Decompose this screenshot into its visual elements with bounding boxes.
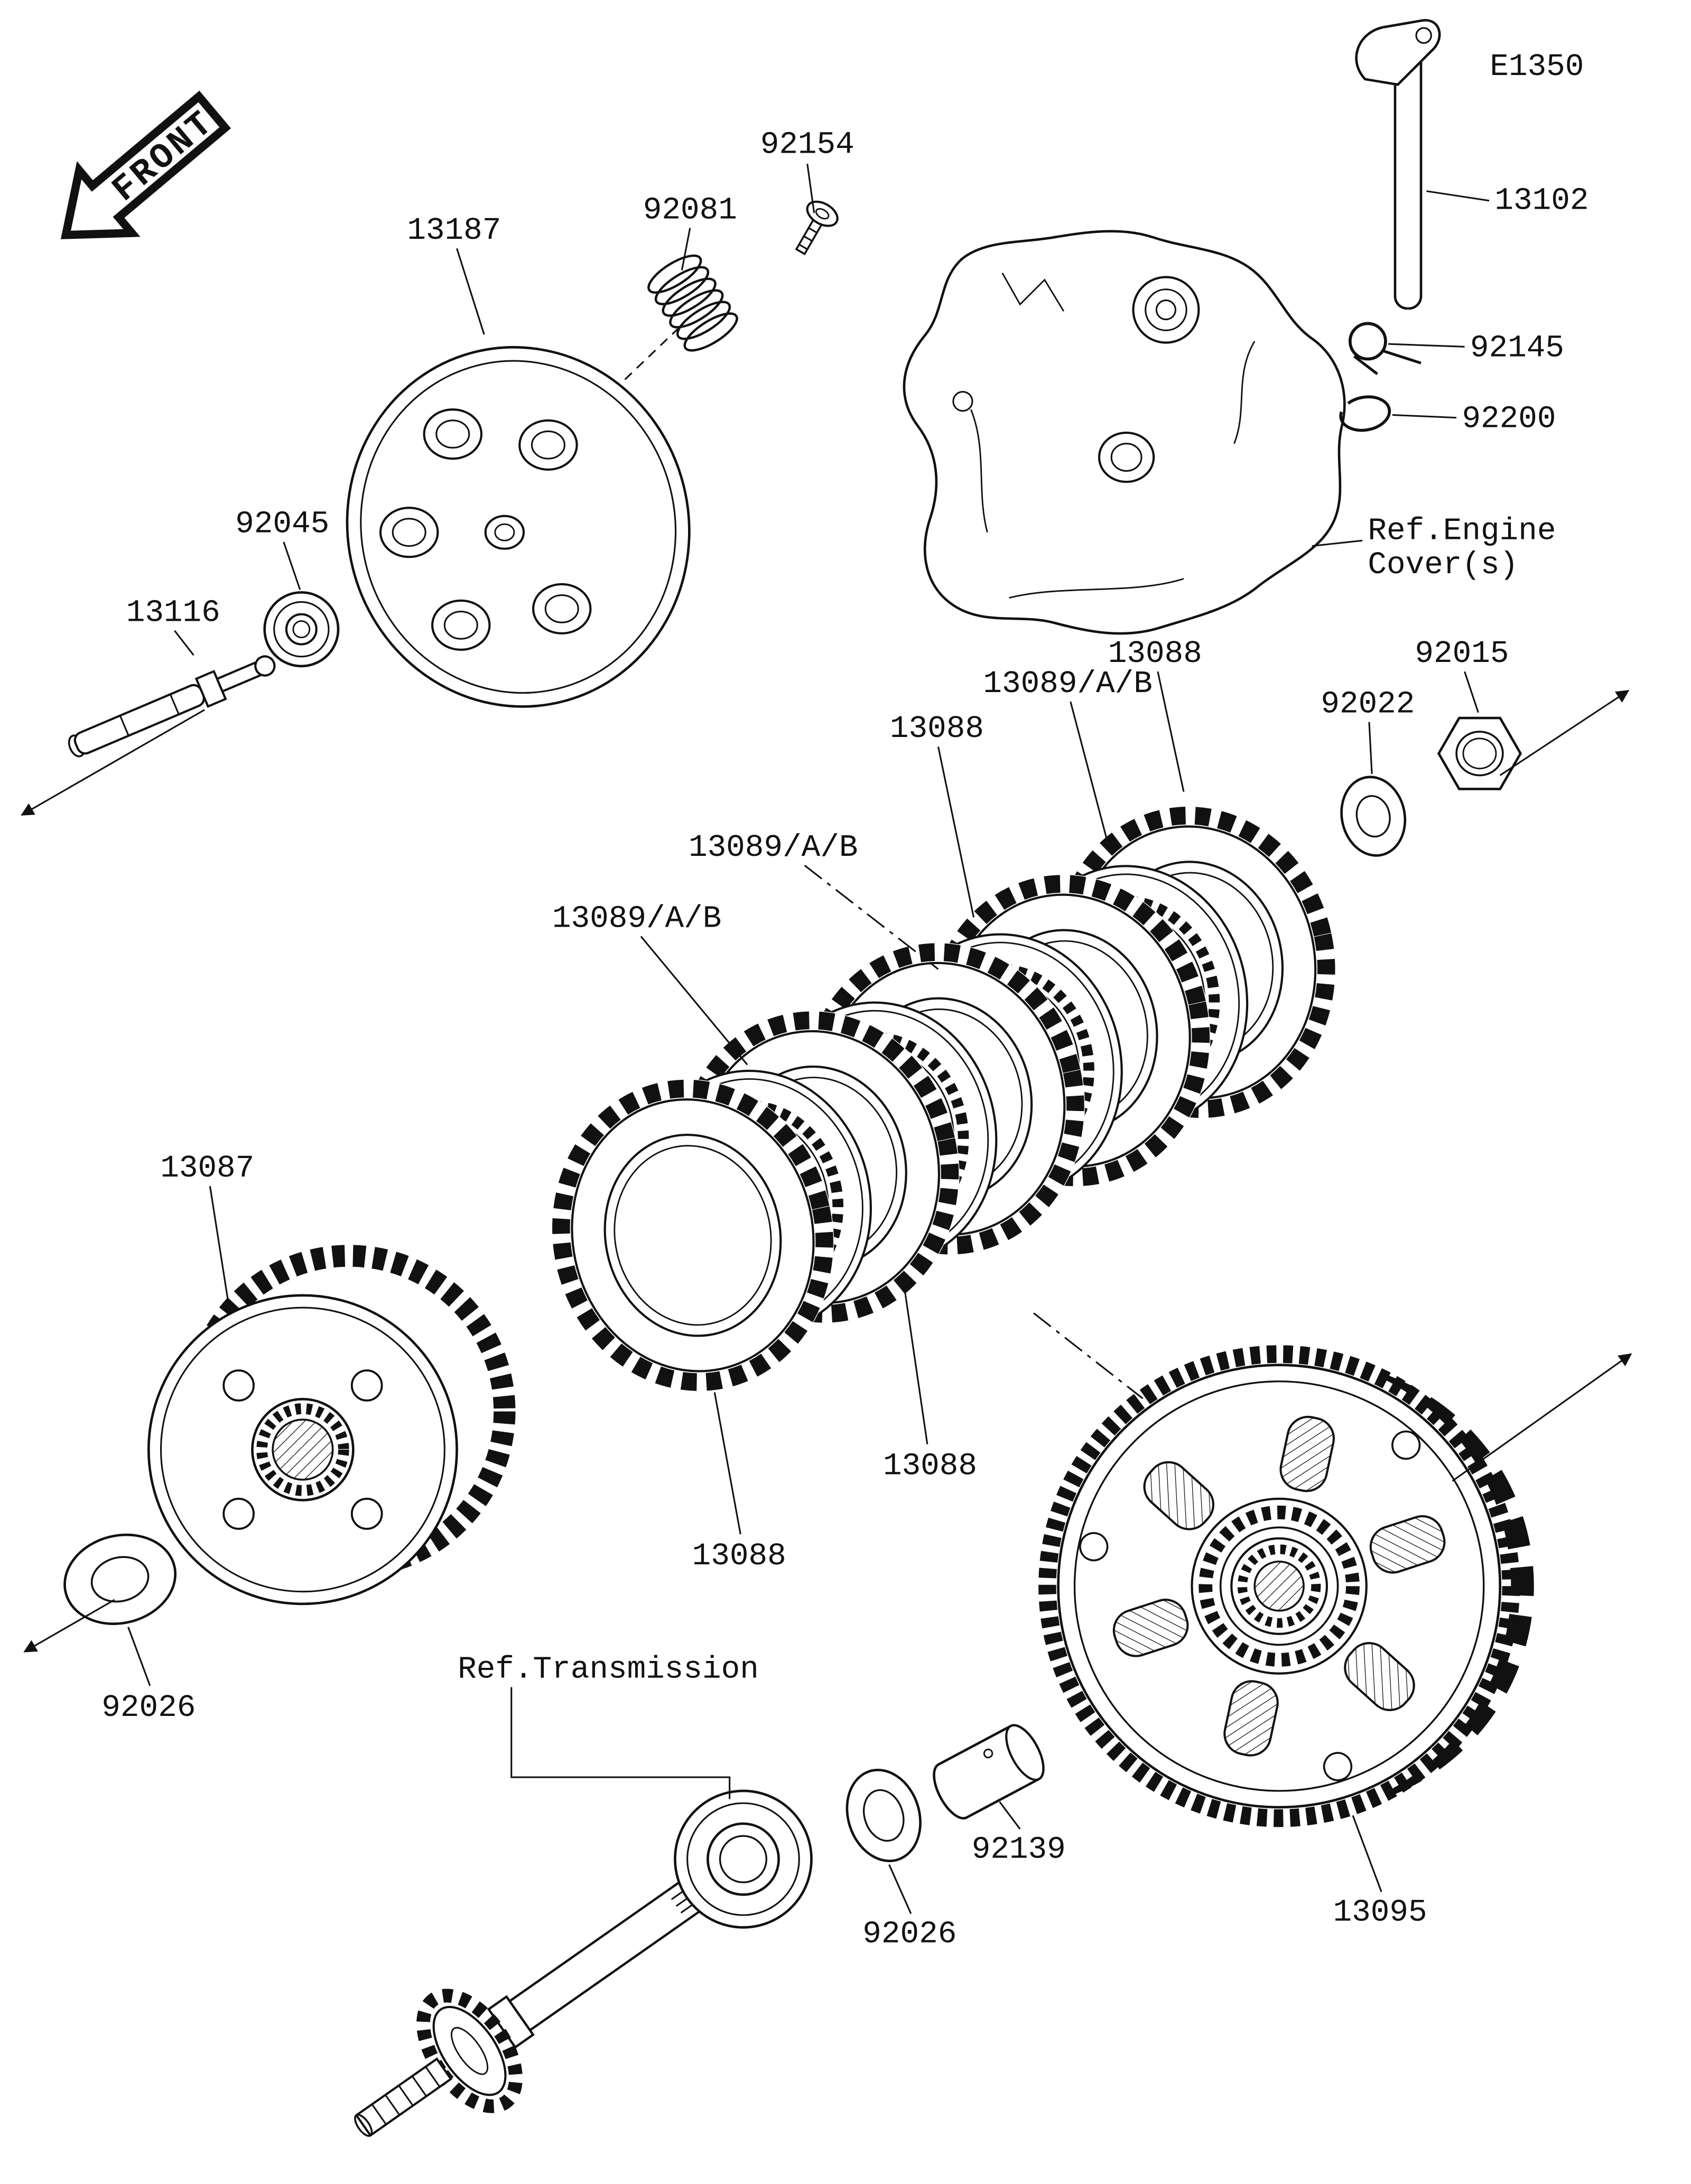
part-number-label: 13087 [160, 1151, 254, 1186]
washer-drawing [846, 1768, 922, 1862]
part-number-label: 13102 [1494, 183, 1588, 218]
axis-arrow-housing [1452, 1353, 1632, 1482]
part-number-label: 13095 [1333, 1894, 1427, 1930]
axis-arrow-pushrod [21, 709, 205, 816]
part-number-label: 92026 [101, 1690, 196, 1725]
part-number-label: 92026 [862, 1917, 956, 1952]
release-bearing-drawing [263, 591, 340, 668]
part-number-label: 13088 [692, 1538, 786, 1574]
part-number-label: 92081 [643, 192, 737, 228]
part-number-label: 13089/A/B [983, 666, 1152, 702]
clutch-plate-stack [523, 780, 1364, 1418]
washer-drawing [63, 1533, 177, 1625]
push-rod-drawing [68, 655, 276, 758]
ref-transmission-bracket [510, 1687, 731, 1799]
part-number-label: 13089/A/B [689, 830, 858, 865]
part-number-label: 92022 [1321, 687, 1415, 722]
clutch-release-rod-drawing [1355, 19, 1441, 310]
axis-arrow-nut [1499, 690, 1630, 776]
part-number-label: 13088 [883, 1448, 977, 1483]
part-number-label: 92139 [972, 1832, 1066, 1867]
transmission-shaft-drawing [354, 1851, 744, 2137]
screw-drawing [795, 200, 839, 256]
leader-lines [127, 163, 1490, 1915]
circlip-drawing [1339, 395, 1391, 432]
clutch-hub-drawing [147, 1245, 516, 1606]
front-arrow: FRONT [60, 90, 231, 239]
axis-arrow-washer [23, 1599, 115, 1653]
part-number-label: 92145 [1470, 330, 1564, 366]
part-number-label: 92015 [1415, 636, 1509, 671]
part-number-label: 13187 [407, 213, 501, 248]
assembly-axis-line [804, 864, 939, 970]
part-number-label: 13088 [1108, 636, 1202, 671]
part-number-label: 92154 [760, 127, 854, 162]
washer-drawing [1340, 776, 1407, 857]
part-number-label: 92045 [235, 507, 329, 542]
torsion-spring-drawing [1349, 322, 1421, 375]
ref-engine-cover-label-line1: Ref.Engine [1368, 514, 1556, 549]
part-number-label: 92200 [1462, 402, 1556, 437]
engine-cover-drawing [903, 230, 1346, 635]
pressure-plate-drawing [346, 346, 691, 708]
ref-engine-cover-label-line2: Cover(s) [1368, 547, 1518, 583]
ref-transmission-label: Ref.Transmission [458, 1651, 759, 1687]
part-number-label: 13089/A/B [552, 901, 721, 936]
diagram-code: E1350 [1490, 49, 1584, 85]
clutch-housing-drawing [1038, 1345, 1534, 1827]
transmission-bearing-drawing [674, 1789, 813, 1929]
part-number-label: 13116 [126, 595, 220, 631]
part-number-label: 13088 [890, 711, 984, 746]
sleeve-drawing [933, 1724, 1045, 1820]
nut-drawing [1437, 716, 1522, 790]
clutch-spring-drawing [647, 254, 738, 352]
